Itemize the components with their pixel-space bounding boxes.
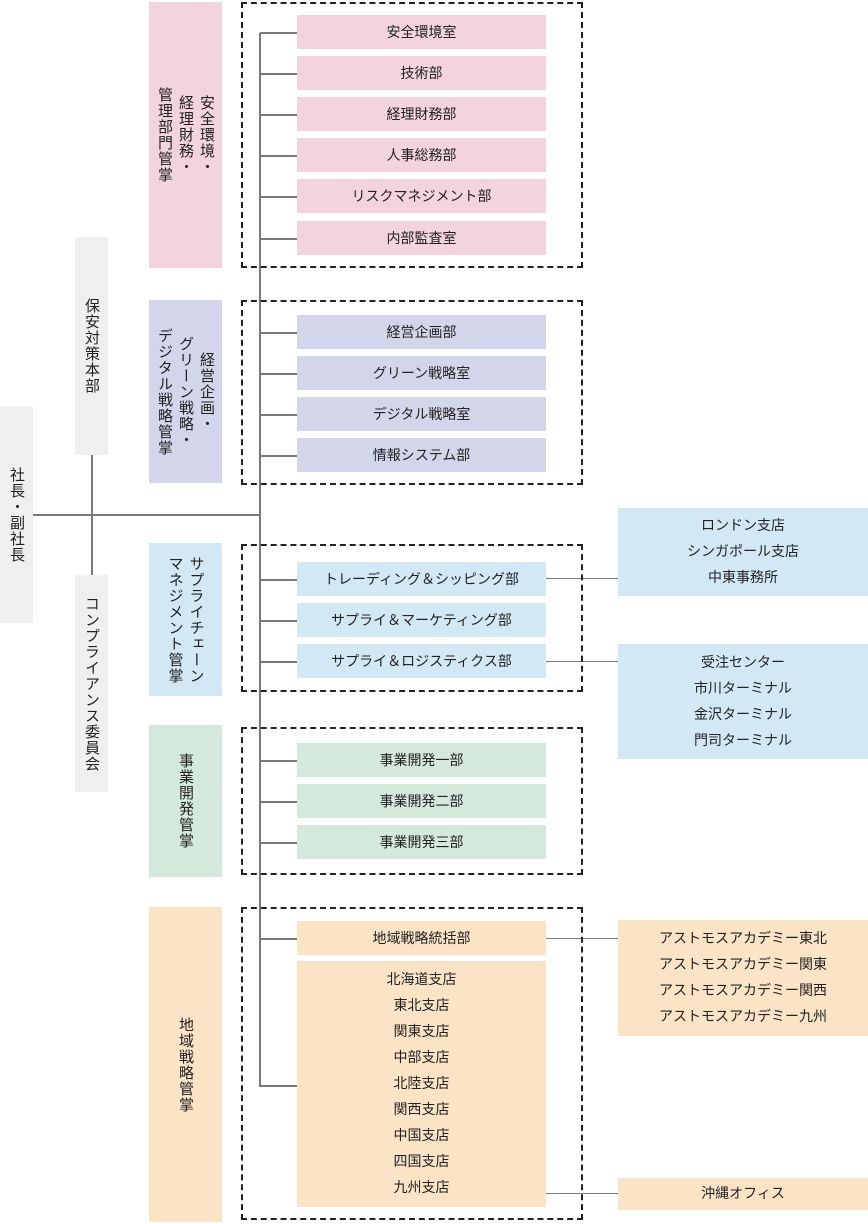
office-name: ロンドン支店 [701, 518, 785, 534]
office-name: アストモスアカデミー東北 [659, 931, 827, 947]
department-box: 事業開発三部 [297, 825, 546, 859]
office-name: アストモスアカデミー関東 [659, 957, 827, 973]
department-box: 経営企画部 [297, 315, 546, 349]
group-label-line: 安全環境・ [198, 95, 216, 175]
connector [260, 801, 297, 803]
branch-name: 四国支店 [393, 1154, 450, 1170]
connector [260, 1085, 297, 1087]
office-name: 中東事務所 [708, 570, 778, 586]
department-box: 事業開発二部 [297, 784, 546, 818]
department-box: 内部監査室 [297, 221, 546, 255]
connector [260, 373, 297, 375]
connector [260, 760, 297, 762]
group-label-line: マネジメント管掌 [166, 555, 185, 684]
president-label: 社長・副社長 [8, 466, 26, 563]
branch-name: 中部支店 [393, 1050, 450, 1066]
group-header: 安全環境・経理財務・管理部門管掌 [149, 2, 222, 268]
department-box: トレーディング＆シッピング部 [297, 562, 546, 596]
branch-name: 東北支店 [393, 998, 450, 1014]
department-box: 技術部 [297, 56, 546, 90]
compliance-label: コンプライアンス委員会 [83, 595, 101, 772]
office-box: 受注センター市川ターミナル金沢ターミナル門司ターミナル [618, 644, 868, 759]
office-name: シンガポール支店 [687, 544, 799, 560]
connector [260, 661, 297, 663]
department-box: 地域戦略統括部 [297, 921, 546, 955]
connector [260, 238, 297, 240]
office-box: アストモスアカデミー東北アストモスアカデミー関東アストモスアカデミー関西アストモ… [618, 920, 868, 1036]
group-frame [241, 2, 583, 268]
group-label-line: 事業開発管掌 [177, 753, 195, 849]
branch-name: 九州支店 [393, 1180, 450, 1196]
office-box: ロンドン支店シンガポール支店中東事務所 [618, 508, 868, 596]
branch-name: 関東支店 [393, 1024, 450, 1040]
group-header: 経営企画・グリーン戦略・デジタル戦略管掌 [149, 300, 222, 483]
department-box: サプライ＆ロジスティクス部 [297, 644, 546, 678]
group-label-line: サプライチェーン [187, 555, 206, 684]
department-box: 安全環境室 [297, 15, 546, 49]
connector [260, 155, 297, 157]
connector [260, 32, 297, 34]
branch-name: 関西支店 [393, 1102, 450, 1118]
connector [260, 620, 297, 622]
security-label: 保安対策本部 [83, 298, 101, 394]
branch-list-box: 北海道支店東北支店関東支店中部支店北陸支店関西支店中国支店四国支店九州支店 [297, 961, 546, 1207]
connector [33, 514, 261, 516]
president-box: 社長・副社長 [0, 406, 33, 623]
connector [91, 455, 93, 575]
connector [259, 33, 261, 1087]
office-name: 市川ターミナル [694, 680, 792, 697]
department-box: 経理財務部 [297, 97, 546, 131]
department-box: デジタル戦略室 [297, 397, 546, 431]
group-frame [241, 300, 583, 485]
office-name: 金沢ターミナル [694, 706, 792, 723]
group-label-line: 地域戦略管掌 [177, 1016, 195, 1113]
security-headquarters-box: 保安対策本部 [75, 237, 108, 455]
group-header: サプライチェーンマネジメント管掌 [149, 543, 222, 696]
branch-name: 北海道支店 [386, 972, 457, 988]
group-frame [241, 544, 583, 692]
group-label-line: 管理部門管掌 [156, 87, 174, 183]
office-name: アストモスアカデミー関西 [659, 983, 827, 999]
department-box: サプライ＆マーケティング部 [297, 603, 546, 637]
connector [260, 579, 297, 581]
office-name: 受注センター [701, 654, 785, 671]
connector [260, 938, 297, 940]
branch-name: 中国支店 [393, 1128, 450, 1144]
group-header: 事業開発管掌 [149, 725, 222, 877]
connector [260, 332, 297, 334]
connector [260, 114, 297, 116]
connector [260, 455, 297, 457]
department-box: 事業開発一部 [297, 743, 546, 777]
office-name: アストモスアカデミー九州 [659, 1009, 827, 1025]
group-frame [241, 907, 583, 1220]
group-frame [241, 727, 583, 875]
connector [260, 842, 297, 844]
group-label-line: 経営企画・ [198, 351, 216, 432]
office-name: 門司ターミナル [694, 732, 792, 749]
branch-name: 北陸支店 [393, 1076, 450, 1092]
department-box: グリーン戦略室 [297, 356, 546, 390]
group-label-line: グリーン戦略・ [177, 335, 195, 448]
connector [260, 196, 297, 198]
group-label-line: デジタル戦略管掌 [156, 327, 174, 456]
group-label-line: 経理財務・ [177, 95, 195, 175]
department-box: 人事総務部 [297, 138, 546, 172]
office-name: 沖縄オフィス [701, 1186, 785, 1202]
department-box: 情報システム部 [297, 438, 546, 472]
group-header: 地域戦略管掌 [149, 907, 222, 1222]
office-box: 沖縄オフィス [618, 1178, 868, 1210]
connector [260, 73, 297, 75]
department-box: リスクマネジメント部 [297, 179, 546, 213]
compliance-committee-box: コンプライアンス委員会 [75, 575, 108, 792]
connector [260, 414, 297, 416]
